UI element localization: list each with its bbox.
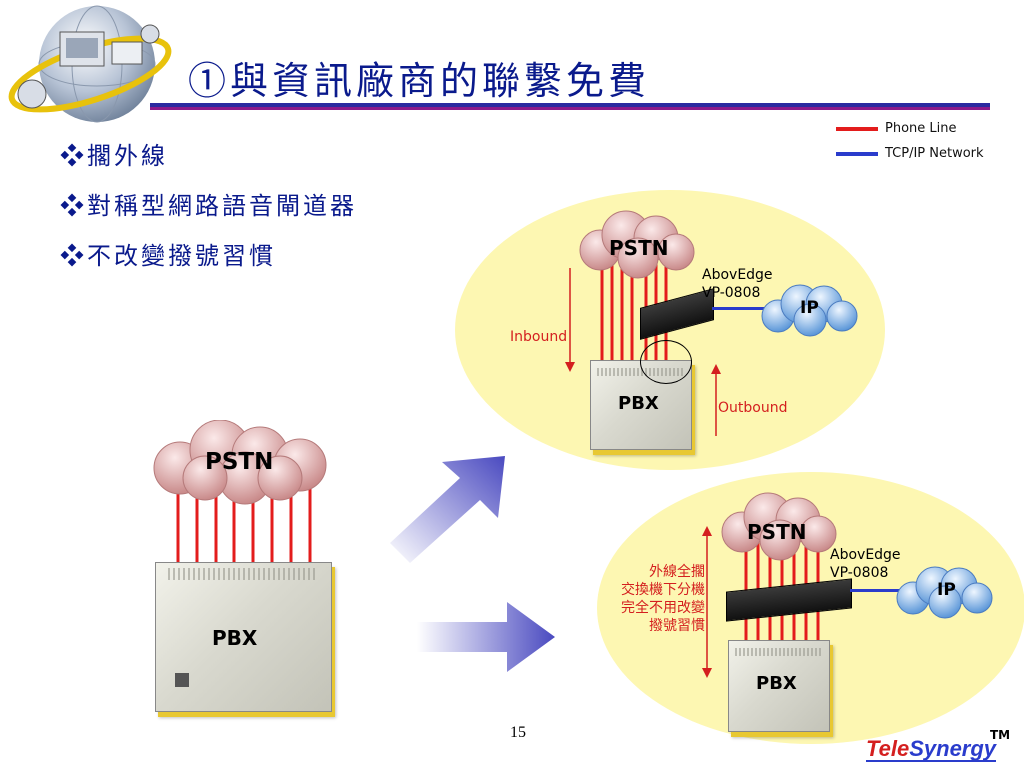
brand-underline — [866, 760, 996, 762]
top-ip-label: IP — [800, 298, 819, 318]
bottom-pbx-vent — [735, 648, 821, 656]
bottom-pbx-label: PBX — [756, 673, 797, 694]
title-underline — [150, 103, 990, 107]
arrow-to-top-scenario — [390, 456, 505, 563]
top-device-line1: AbovEdge — [702, 267, 773, 283]
bottom-pstn-cloud — [721, 492, 837, 561]
globe-logo — [8, 5, 172, 123]
legend-phone-line-swatch — [836, 127, 878, 131]
bottom-device-line2: VP-0808 — [830, 565, 889, 581]
bottom-ip-cloud — [896, 566, 993, 619]
top-pstn-cloud — [579, 210, 695, 279]
top-pbx-label: PBX — [618, 393, 659, 414]
bullet-marker: ❖ — [60, 142, 87, 170]
left-pbx-label: PBX — [212, 626, 258, 650]
bullet-text: 擱外線 — [87, 142, 168, 170]
top-network-link — [712, 307, 770, 310]
left-pbx-port — [175, 673, 189, 687]
outbound-label: Outbound — [718, 400, 788, 416]
bullet-2: ❖對稱型網路語音閘道器 — [60, 186, 357, 221]
top-device-line2: VP-0808 — [702, 285, 761, 301]
page-number: 15 — [510, 724, 526, 741]
bottom-pstn-label: PSTN — [747, 520, 807, 544]
bottom-device-name: AbovEdge VP-0808 — [830, 546, 901, 582]
bullet-marker: ❖ — [60, 242, 87, 270]
bottom-note-line-3: 完全不用改變 — [621, 600, 705, 616]
outbound-arrow — [711, 364, 721, 436]
legend-tcpip-swatch — [836, 152, 878, 156]
bullet-3: ❖不改變撥號習慣 — [60, 236, 276, 271]
brand-suffix: Synergy — [909, 736, 997, 761]
bottom-note: 外線全擱 交換機下分機 完全不用改變 撥號習慣 — [592, 563, 705, 635]
bullet-text: 對稱型網路語音閘道器 — [87, 192, 357, 220]
bottom-note-line-2: 交換機下分機 — [621, 582, 705, 598]
top-device-name: AbovEdge VP-0808 — [702, 266, 773, 302]
top-connection-highlight-circle — [640, 340, 692, 384]
top-ip-cloud — [761, 284, 858, 337]
left-pbx-box — [155, 562, 332, 712]
bullet-text: 不改變撥號習慣 — [87, 242, 276, 270]
brand-trademark: TM — [990, 728, 1011, 742]
arrow-to-bottom-scenario — [417, 602, 555, 672]
brand-prefix: Tele — [866, 736, 910, 761]
bottom-note-line-4: 撥號習慣 — [649, 618, 705, 634]
bullet-marker: ❖ — [60, 192, 87, 220]
inbound-label: Inbound — [510, 329, 568, 345]
top-pbx-vent — [597, 368, 683, 376]
top-pstn-label: PSTN — [609, 236, 669, 260]
bottom-ip-label: IP — [937, 580, 956, 600]
legend-tcpip-label: TCP/IP Network — [885, 146, 984, 161]
bottom-note-line-1: 外線全擱 — [649, 564, 705, 580]
bottom-device-line1: AbovEdge — [830, 547, 901, 563]
title-underline-accent — [150, 107, 990, 110]
bottom-network-link — [850, 589, 900, 592]
left-pbx-vent — [168, 568, 318, 580]
inbound-arrow — [565, 268, 575, 372]
legend-phone-line-label: Phone Line — [885, 121, 957, 136]
bottom-double-arrow — [702, 526, 712, 678]
slide-title: ➀與資訊廠商的聯繫免費 — [188, 59, 651, 103]
brand-logo: TeleSynergy — [866, 736, 996, 762]
left-pstn-label: PSTN — [205, 449, 274, 475]
left-pstn-cloud — [153, 420, 327, 505]
bullet-1: ❖擱外線 — [60, 136, 168, 171]
